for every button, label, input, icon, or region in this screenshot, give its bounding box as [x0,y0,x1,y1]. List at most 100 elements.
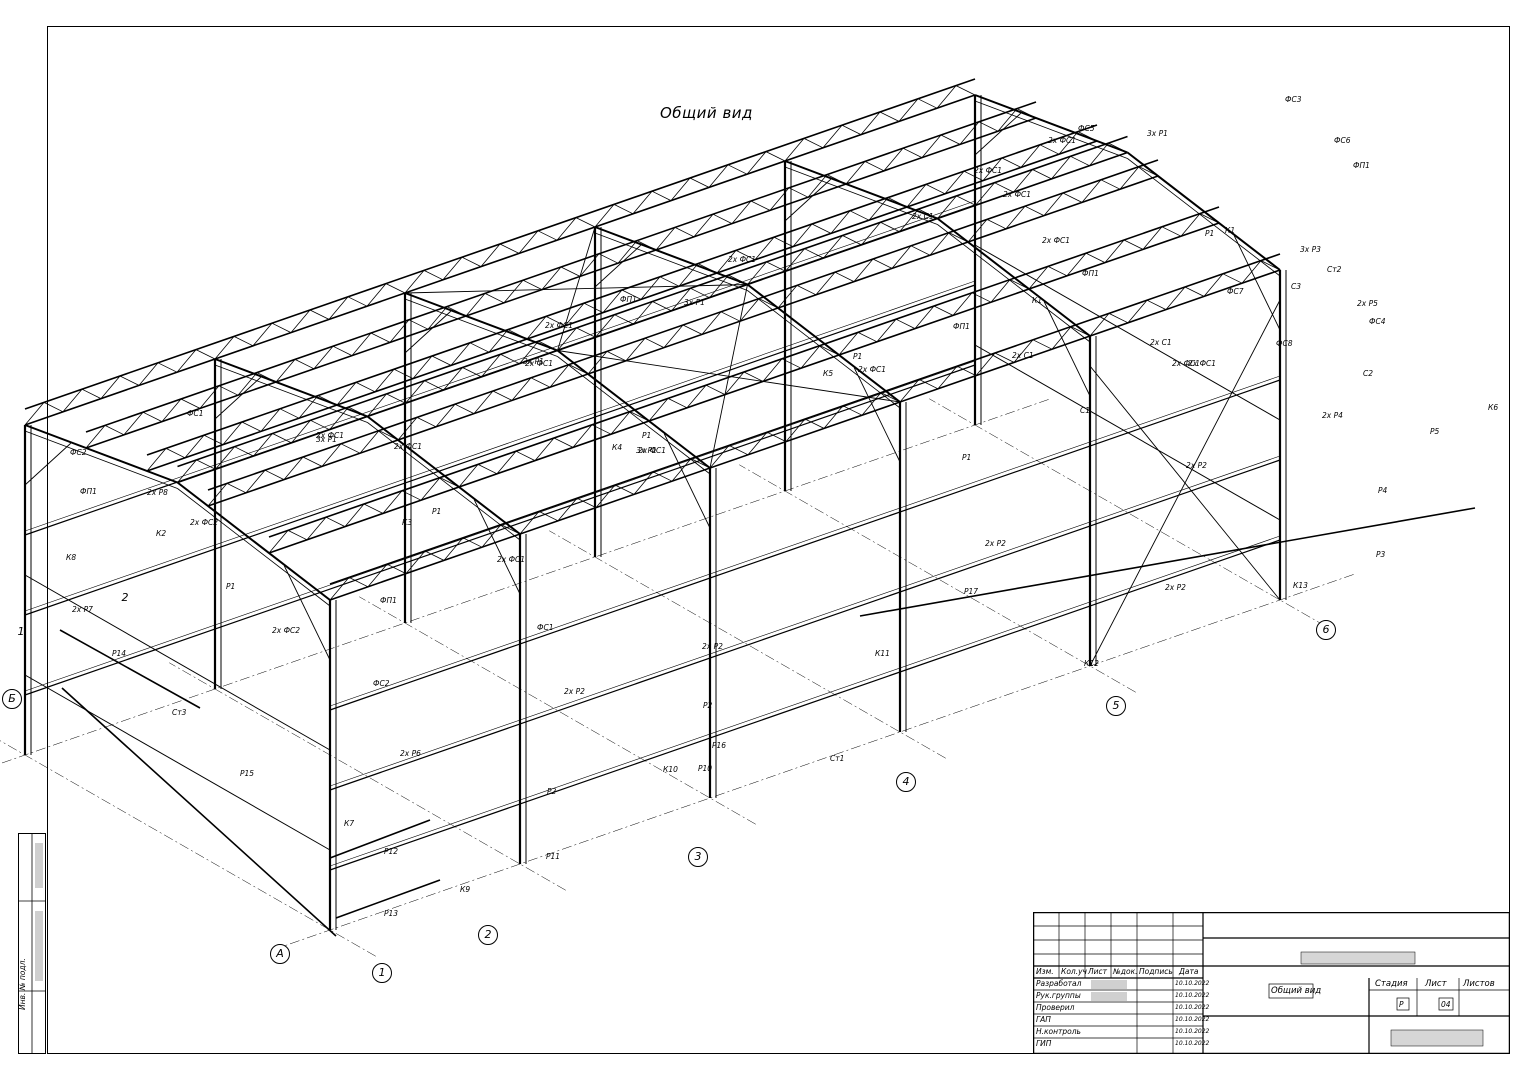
element-label: К8 [66,553,77,562]
element-label: Р15 [240,769,255,778]
axis-mark: 3 [688,847,708,867]
row-razrabotal: Разработал [1036,979,1082,988]
element-label: 2х ФС1 [1172,359,1201,368]
element-label: 3х Р3 [1300,245,1321,254]
element-label: К1 [1225,226,1236,235]
element-label: ФП1 [380,596,397,605]
element-label: С2 [1363,369,1374,378]
date-5: 10.10.2022 [1175,1028,1210,1035]
element-label: Р11 [546,852,561,861]
row-proveril: Проверил [1036,1003,1075,1012]
element-label: ФП1 [1082,269,1099,278]
element-label: ФС2 [70,448,87,457]
sheet-label: Лист [1425,979,1447,989]
date-4: 10.10.2022 [1175,1016,1210,1023]
element-label: 2х ФС1 [858,365,887,374]
element-label: К4 [612,443,623,452]
hdr-podpis: Подпись [1139,967,1173,976]
element-label: 2х ФС1 [638,446,667,455]
stage-label: Стадия [1375,979,1408,989]
element-label: Р13 [384,909,399,918]
side-stamp [18,833,46,1054]
element-label: 2х С1 [1012,351,1034,360]
element-label: 2х Р2 [1186,461,1207,470]
element-label: 2х С1 [912,212,934,221]
element-label: ФС8 [1276,339,1293,348]
element-label: К2 [156,529,167,538]
element-label: Р2 [703,701,713,710]
element-label: К5 [823,369,834,378]
element-label: Р10 [698,764,713,773]
element-label: Р1 [226,582,236,591]
stage-value: Р [1399,1000,1404,1009]
element-label: К6 [1488,403,1499,412]
element-label: Р1 [642,431,652,440]
element-label: К11 [875,649,890,658]
element-label: 2х ФС1 [1003,190,1032,199]
element-label: 3х Р1 [523,357,544,366]
axis-mark: Б [2,689,22,709]
hdr-izm: Изм. [1036,967,1054,976]
title-block: Изм. Кол.уч Лист №док. Подпись Дата Разр… [1033,912,1510,1054]
element-label: ФС6 [1334,136,1351,145]
row-ruk: Рук.группы [1036,991,1081,1000]
element-label: ФС1 [187,409,204,418]
element-label: 2х ФС1 [394,442,423,451]
hdr-list: Лист [1088,967,1108,976]
sheets-value: 04 [1441,1000,1451,1009]
element-label: 2х Р2 [1165,583,1186,592]
element-label: Р1 [853,352,863,361]
axis-mark: 2 [121,591,129,604]
axis-mark: 5 [1106,696,1126,716]
element-label: 2х ФС2 [190,518,219,527]
element-label: Р1 [962,453,972,462]
element-label: 3х Р1 [684,298,705,307]
element-label: 2х ФС1 [497,555,526,564]
element-label: ФС2 [373,679,390,688]
date-6: 10.10.2022 [1175,1040,1210,1047]
element-label: 3х Р1 [636,446,657,455]
element-label: К12 [1084,659,1099,668]
element-label: 2х ФС2 [272,626,301,635]
element-label: ФП1 [80,487,97,496]
element-label: Ст3 [172,708,187,717]
sheet-name: Общий вид [1271,986,1322,996]
element-label: С3 [1291,282,1302,291]
element-label: Р4 [1378,486,1388,495]
element-label: К1 [1032,296,1043,305]
element-label: ФС1 [537,623,554,632]
axis-mark: 4 [896,772,916,792]
element-label: К9 [460,885,471,894]
element-label: 2х ФС1 [1188,359,1217,368]
view-title: Общий вид [660,104,753,122]
axis-mark: 6 [1316,620,1336,640]
element-label: ФС5 [1078,124,1095,133]
element-label: Р2 [547,787,557,796]
element-label: 2х ФС1 [728,255,757,264]
element-label: 2х Р2 [564,687,585,696]
hdr-data: Дата [1179,967,1199,976]
element-label: 2х ФС1 [316,431,345,440]
element-label: 2х Р2 [702,642,723,651]
element-label: К3 [402,518,413,527]
row-gip: ГИП [1036,1039,1052,1048]
element-label: К7 [344,819,355,828]
element-label: Р14 [112,649,127,658]
element-label: 2х Р4 [1322,411,1343,420]
element-label: Р5 [1430,427,1440,436]
element-label: 3х Р1 [316,435,337,444]
element-label: Р1 [432,507,442,516]
element-label: Р16 [712,741,727,750]
element-label: К13 [1293,581,1308,590]
date-1: 10.10.2022 [1175,980,1210,987]
element-label: С1 [1080,406,1091,415]
element-label: 2х ФС1 [1048,136,1077,145]
element-label: К10 [663,765,678,774]
element-label: ФС7 [1227,287,1244,296]
element-label: 2х Р5 [1357,299,1378,308]
row-nkontrol: Н.контроль [1036,1027,1081,1036]
axis-mark: 1 [17,625,25,638]
element-label: Р3 [1376,550,1386,559]
element-label: Р1 [1205,229,1215,238]
